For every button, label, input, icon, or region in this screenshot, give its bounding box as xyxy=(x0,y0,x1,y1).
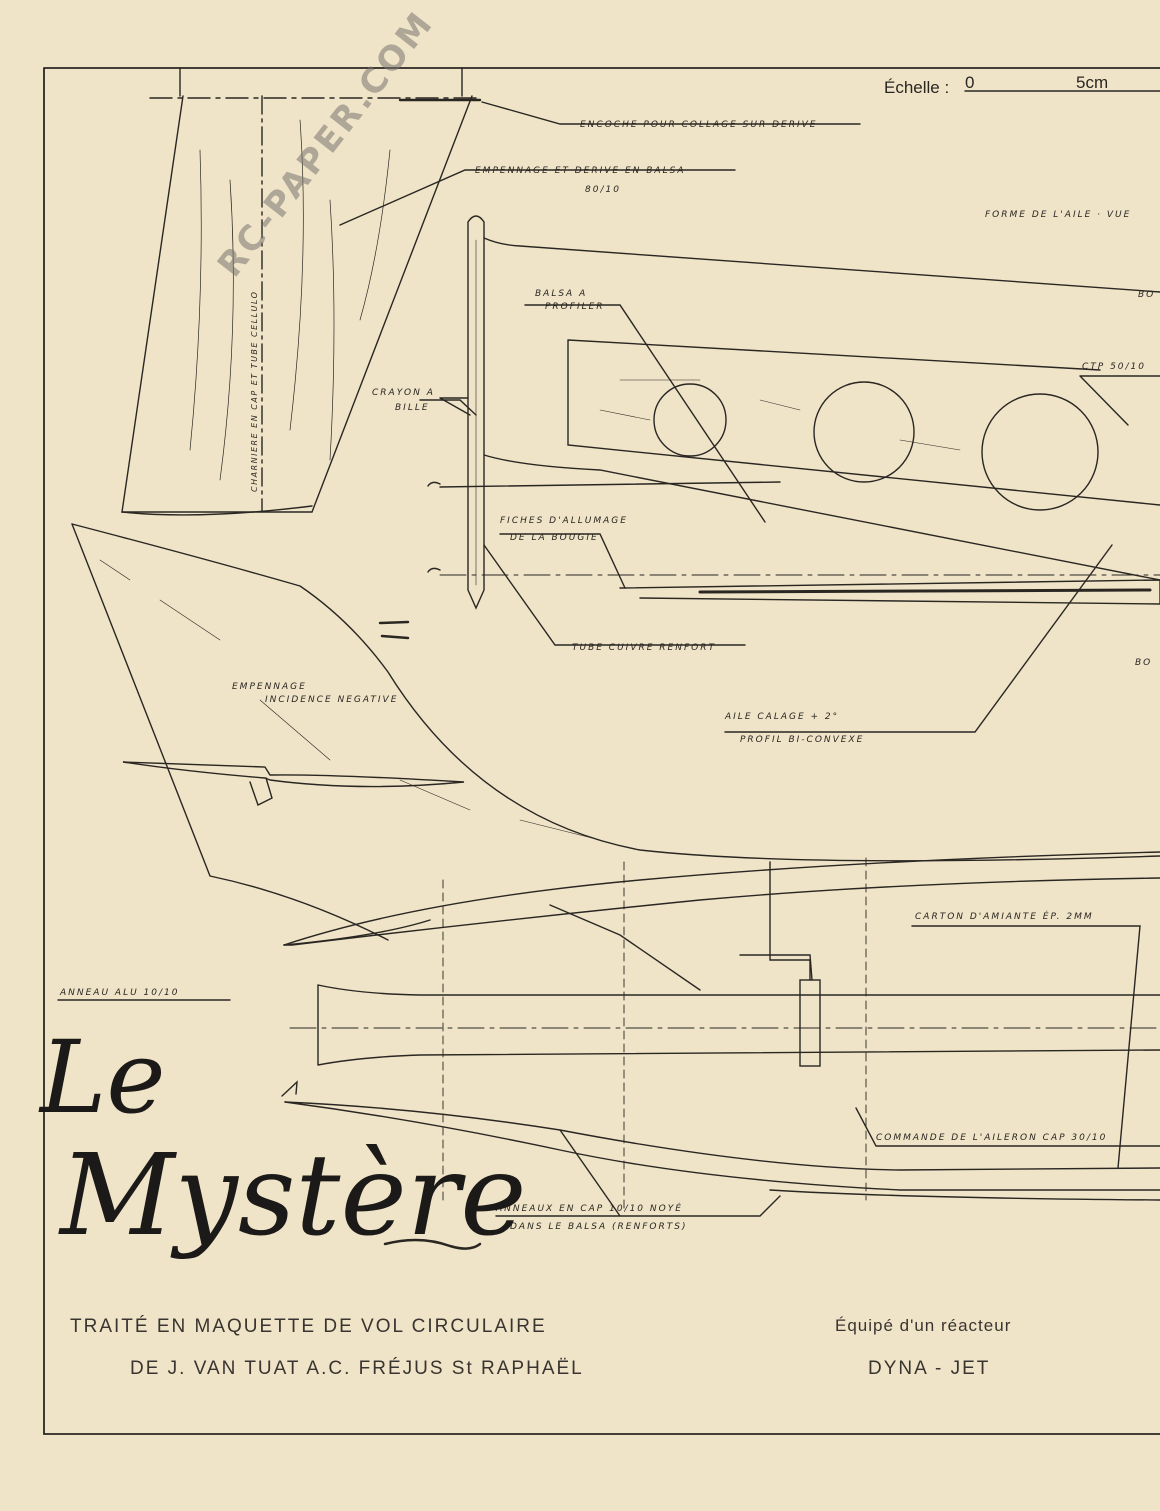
leader-anneaux xyxy=(495,1129,781,1217)
note-encoche: ENCOCHE POUR COLLAGE SUR DERIVE xyxy=(580,120,818,130)
note-empennage-1: EMPENNAGE xyxy=(232,682,307,692)
note-crayon-2: BILLE xyxy=(395,403,430,413)
tailplane-view xyxy=(71,523,1160,941)
note-anneaux-1: ANNEAUX EN CAP 10/10 NOYÉ xyxy=(496,1204,683,1214)
frame-border xyxy=(43,67,1160,1435)
note-fiches-2: DE LA BOUGIE xyxy=(510,533,599,543)
note-empennage-2: INCIDENCE NEGATIVE xyxy=(265,695,399,705)
note-commande: COMMANDE DE L'AILERON CAP 30/10 xyxy=(876,1133,1108,1143)
note-charniere: CHARNIERE EN CAP ET TUBE CELLULO xyxy=(250,290,259,492)
scale-five: 5cm xyxy=(1076,73,1109,92)
note-anneau: ANNEAU ALU 10/10 xyxy=(60,988,180,998)
title-swash xyxy=(383,1238,482,1250)
note-balsa-profiler-1: BALSA A xyxy=(535,289,588,299)
note-bo-bottom: BO xyxy=(1135,658,1153,668)
note-carton: CARTON D'AMIANTE ép. 2mm xyxy=(915,912,1094,922)
leader-commande xyxy=(855,1107,1160,1147)
leader-tube xyxy=(483,544,746,646)
fuselage-view xyxy=(281,851,1160,1211)
caption-engine-1: Équipé d'un réacteur xyxy=(835,1316,1012,1335)
leader-encoche xyxy=(481,101,861,125)
leader-aile xyxy=(724,544,1113,733)
title-mystere: Mystère xyxy=(60,1131,527,1261)
caption-line2: DE J. VAN TUAT A.C. FRÉJUS St RAPHAËL xyxy=(130,1358,584,1379)
leader-crayon xyxy=(419,399,477,416)
title-le: Le xyxy=(40,1019,166,1136)
leader-balsa-profiler xyxy=(524,304,766,523)
scale-zero: 0 xyxy=(965,73,975,92)
leader-fiches xyxy=(499,533,626,589)
leader-carton xyxy=(911,925,1141,1169)
note-aile-2: PROFIL BI-CONVEXE xyxy=(740,735,865,745)
note-aile-1: AILE CALAGE + 2° xyxy=(725,712,840,722)
ballpoint-pen xyxy=(439,215,485,610)
note-ctp: CTP 50/10 xyxy=(1082,362,1147,372)
caption-line1: TRAITÉ EN MAQUETTE DE VOL CIRCULAIRE xyxy=(70,1316,547,1337)
note-balsa-thickness: 80/10 xyxy=(585,185,621,195)
note-empennage-balsa: EMPENNAGE ET DERIVE EN BALSA xyxy=(475,166,686,176)
leader-ctp xyxy=(1079,375,1160,426)
wing-view xyxy=(427,237,1160,605)
note-bo-top: BO xyxy=(1138,290,1156,300)
leader-empennage-balsa xyxy=(339,169,736,226)
scale-label: Échelle : xyxy=(884,78,950,97)
fin-view xyxy=(121,67,482,516)
note-crayon-1: CRAYON A xyxy=(372,388,435,398)
caption-engine-2: DYNA - JET xyxy=(868,1358,991,1379)
note-fiches-1: FICHES D'ALLUMAGE xyxy=(500,516,628,526)
note-anneaux-2: DANS LE BALSA (RENFORTS) xyxy=(510,1222,688,1232)
note-balsa-profiler-2: PROFILER xyxy=(545,302,605,312)
note-tube-cuivre: TUBE CUIVRE RENFORT xyxy=(572,643,716,653)
note-forme-aile: FORME DE L'AILE · VUE xyxy=(985,210,1132,220)
